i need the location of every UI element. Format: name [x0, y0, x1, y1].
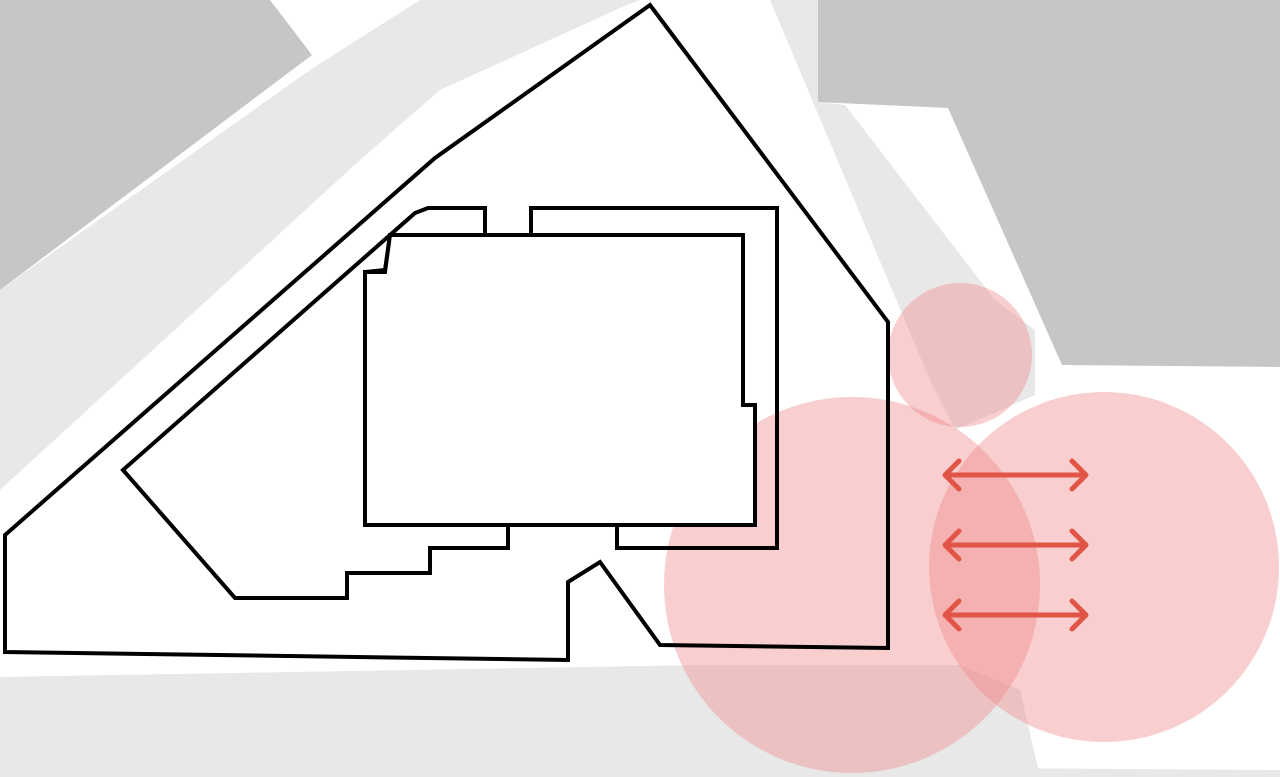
street-southeast	[970, 768, 1280, 777]
bidirectional-arrow	[942, 458, 1089, 492]
influence-zones	[664, 283, 1279, 773]
courtyard-frame	[529, 206, 779, 550]
arrow-group	[942, 458, 1089, 632]
neighbor-building-northwest	[0, 0, 312, 290]
site-boundary	[3, 2, 890, 663]
neighbor-building-northeast	[818, 0, 1280, 367]
street-northeast	[770, 0, 1035, 430]
main-building-outline	[363, 233, 757, 527]
influence-zone-right	[929, 392, 1279, 742]
bidirectional-arrow	[942, 598, 1089, 632]
influence-zone-upper	[888, 283, 1032, 427]
street-northwest	[0, 0, 640, 490]
street-south	[0, 665, 1040, 777]
influence-zone-lower	[664, 397, 1040, 773]
bidirectional-arrow	[942, 528, 1089, 562]
